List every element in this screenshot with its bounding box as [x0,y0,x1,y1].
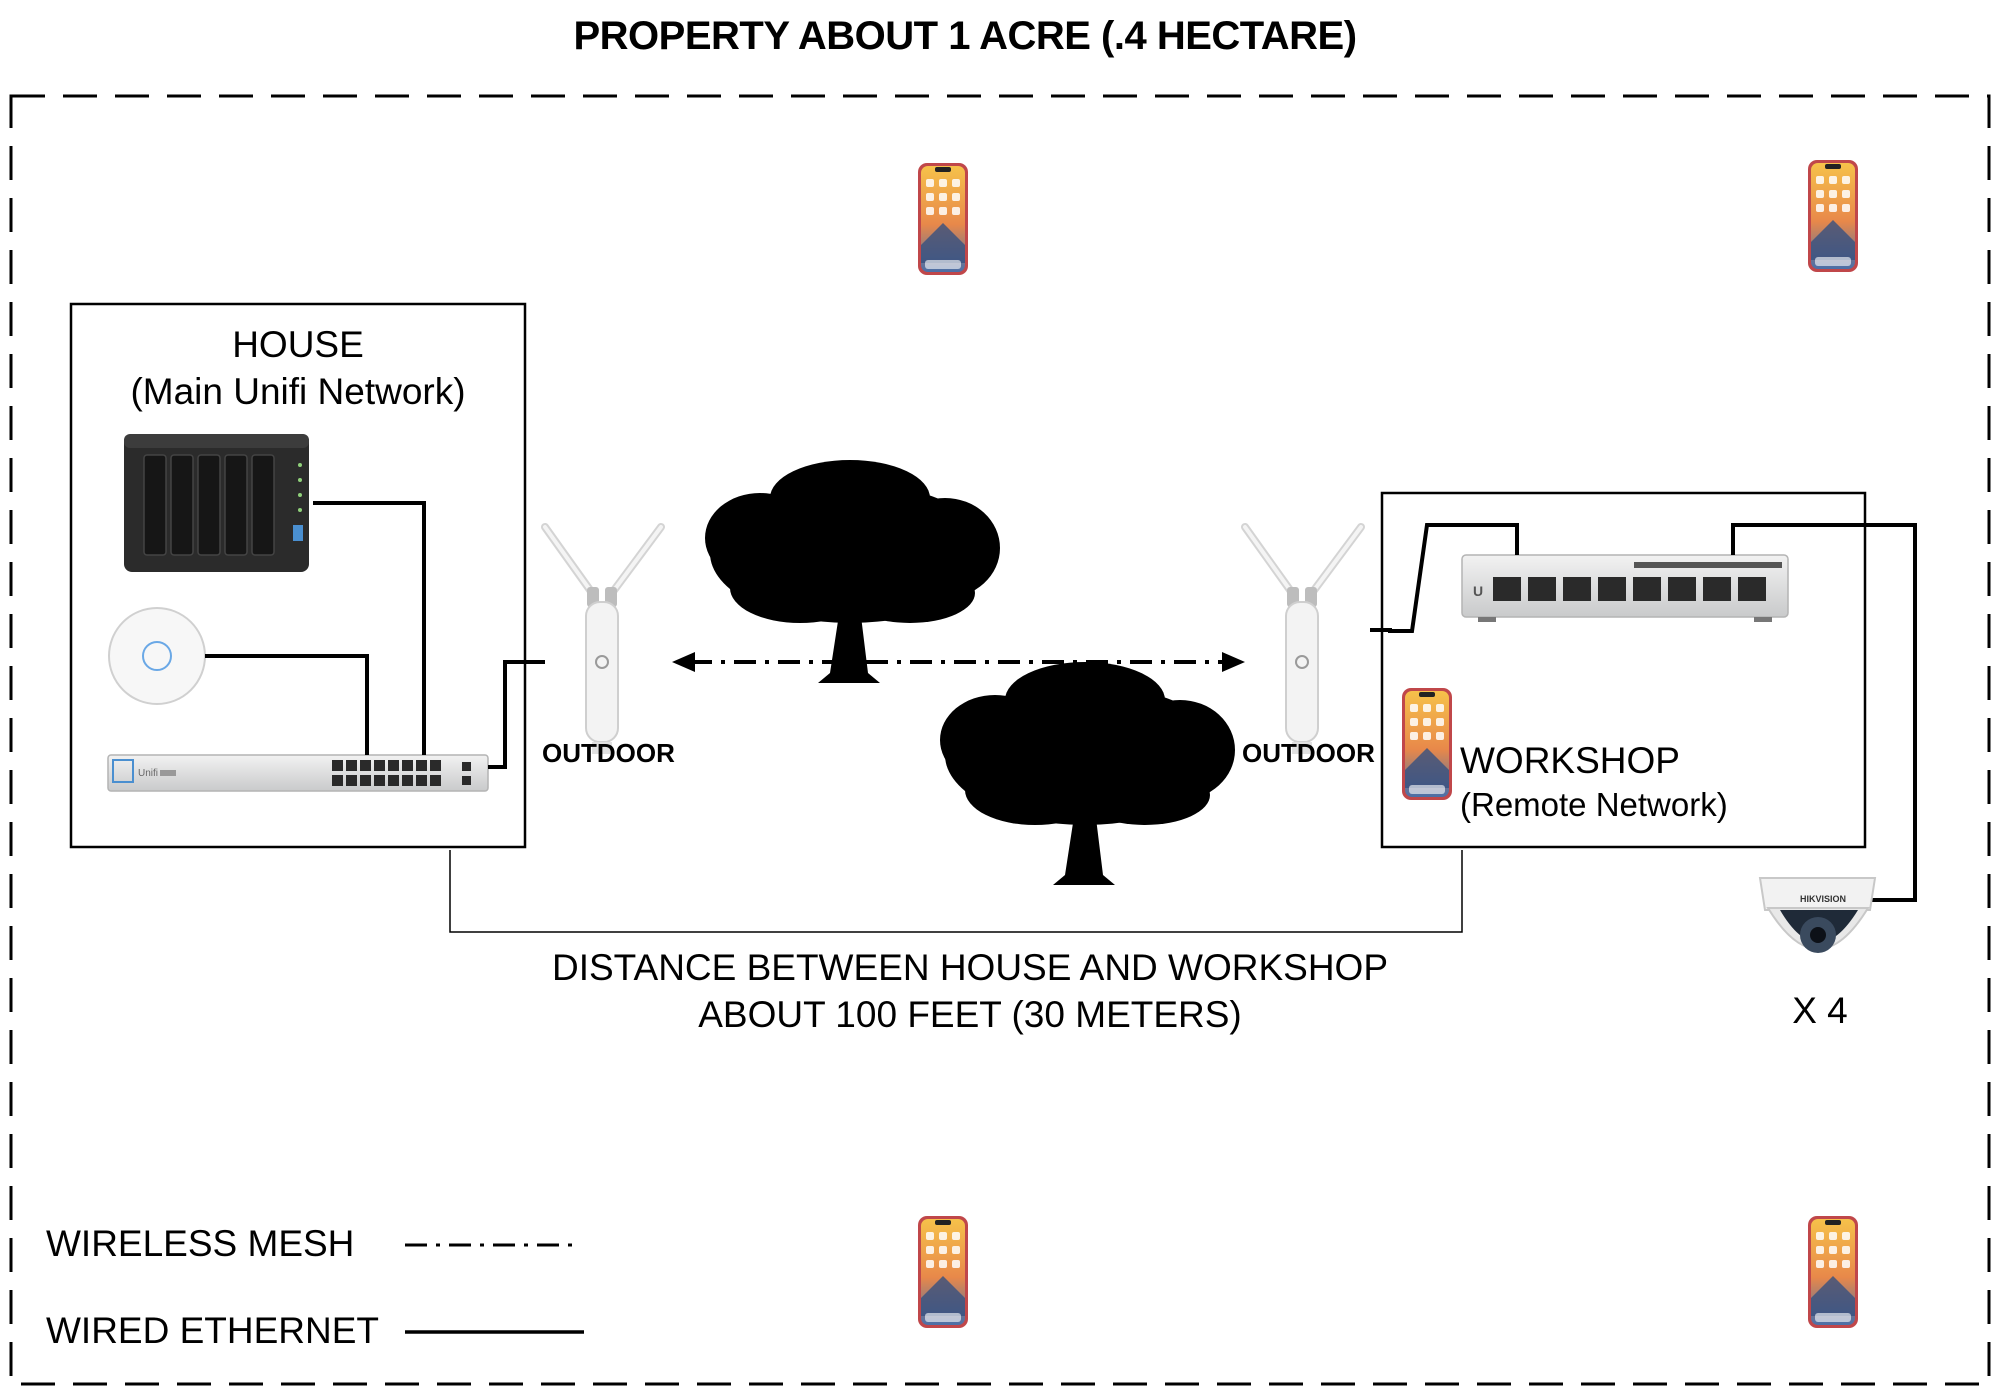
house-box [69,302,527,849]
camera-count: X 4 [1792,990,1848,1031]
phone-icon [918,1216,968,1328]
workshop-subtitle: (Remote Network) [1460,786,1728,823]
property-boundary [9,94,1991,1386]
switch-icon: Unifi [107,754,489,792]
phone-icon [1808,160,1858,272]
page-title: PROPERTY ABOUT 1 ACRE (.4 HECTARE) [573,14,1357,58]
dome-camera-icon: HIKVISION [1758,877,1877,953]
distance-line1: DISTANCE BETWEEN HOUSE AND WORKSHOP [551,947,1389,988]
workshop-title: WORKSHOP [1460,740,1680,781]
workshop-box [1380,491,1867,849]
outdoor-label-right: OUTDOOR [1242,738,1375,768]
legend-wireless-label: WIRELESS MESH [46,1223,355,1264]
tree-icon [940,662,1235,885]
poe-switch-icon: U [1461,554,1789,622]
svg-text:HIKVISION: HIKVISION [1800,894,1846,904]
outdoor-antenna-icon [545,527,661,754]
distance-label: DISTANCE BETWEEN HOUSE AND WORKSHOP ABOU… [440,944,1500,1038]
wired-link [1370,523,1917,902]
phone-icon [1808,1216,1858,1328]
svg-text:U: U [1473,583,1483,599]
house-title: HOUSE [232,324,364,365]
legend-wired-label: WIRED ETHERNET [46,1310,379,1351]
nas-icon [124,434,309,572]
house-subtitle: (Main Unifi Network) [130,371,466,412]
phone-icon [1402,688,1452,800]
distance-line2: ABOUT 100 FEET (30 METERS) [698,994,1242,1035]
wired-link [205,501,545,769]
distance-bracket [449,850,1463,933]
outdoor-label-left: OUTDOOR [542,738,675,768]
phone-icon [918,163,968,275]
svg-text:Unifi: Unifi [138,768,158,779]
house-label: HOUSE (Main Unifi Network) [72,321,524,415]
access-point-icon [108,607,206,705]
tree-icon [705,460,1000,683]
outdoor-antenna-icon [1245,527,1361,754]
wireless-mesh-link [672,652,1245,672]
